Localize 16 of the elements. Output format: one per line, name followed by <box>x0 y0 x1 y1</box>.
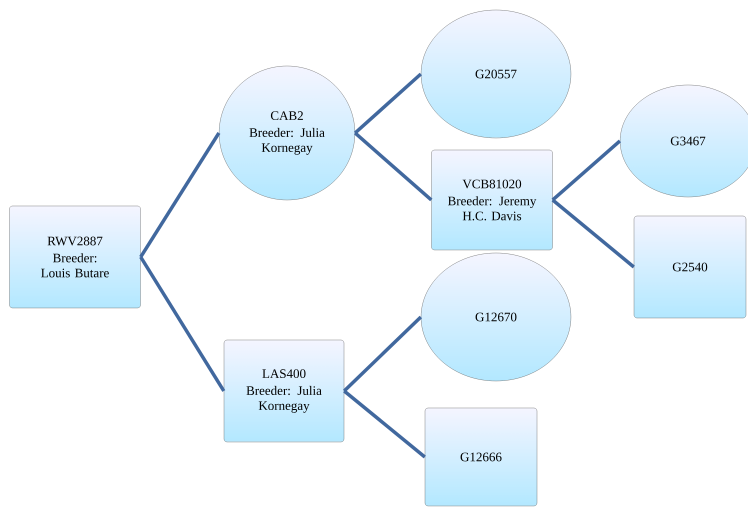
connector-line <box>342 316 422 392</box>
connector-line <box>552 198 635 268</box>
process-box: VCB81020 Breeder: Jeremy H.C. Davis <box>431 150 553 250</box>
connector-line <box>354 72 422 134</box>
connector-line <box>139 256 226 392</box>
process-box: G12666 <box>424 408 538 506</box>
connector-line <box>139 132 220 258</box>
process-box: LAS400 Breeder: Julia Kornegay <box>224 340 344 442</box>
connector-line <box>552 140 622 202</box>
process-box: G2540 <box>634 216 746 318</box>
circle-node: CAB2 Breeder: Julia Kornegay <box>218 66 356 200</box>
connector-line <box>343 390 426 458</box>
circle-node: G20557 <box>420 10 572 138</box>
process-box: RWV2887 Breeder: Louis Butare <box>9 206 141 308</box>
circle-node: G12670 <box>420 252 572 382</box>
connector-line <box>354 132 432 202</box>
